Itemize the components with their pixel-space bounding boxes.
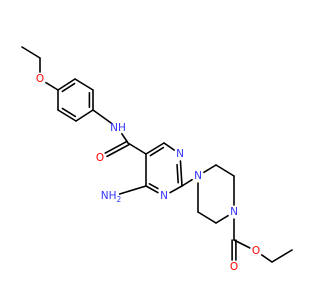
atom-symbol: NH xyxy=(110,122,126,134)
single-bond xyxy=(45,81,59,91)
double-bond-inner xyxy=(61,82,76,93)
nitrogen-atom-label: NH2 xyxy=(101,190,122,204)
atom-symbol: O xyxy=(230,261,238,273)
single-bond xyxy=(169,185,183,194)
nitrogen-atom-label: N xyxy=(194,170,202,182)
double-bond-inner xyxy=(149,146,165,157)
single-bond xyxy=(118,185,147,195)
double-bond-primary xyxy=(57,109,77,122)
double-bond-line-b xyxy=(106,143,130,158)
double-bond-line-a xyxy=(104,140,128,154)
single-bond xyxy=(215,214,229,224)
double-bond-inner xyxy=(176,163,179,184)
atom-symbol: N xyxy=(176,148,184,160)
atom-symbol: N xyxy=(194,170,202,182)
nitrogen-atom-label: N xyxy=(176,148,184,160)
double-bond-primary xyxy=(145,185,159,194)
double-bond-primary xyxy=(57,78,76,91)
oxygen-atom-label: O xyxy=(252,245,260,257)
double-bond-primary xyxy=(145,142,165,155)
bond-layer xyxy=(21,46,293,263)
oxygen-atom-label: O xyxy=(36,73,44,85)
oxygen-atom-label: O xyxy=(96,152,104,164)
single-bond xyxy=(127,142,147,155)
atom-symbol: N xyxy=(160,190,168,202)
single-bond xyxy=(92,109,114,125)
double-bond-inner xyxy=(61,107,77,118)
nitrogen-atom-label: N xyxy=(160,190,168,202)
atom-symbol: N xyxy=(230,206,238,218)
atom-subscript: 2 xyxy=(116,195,121,204)
double-bond-primary xyxy=(179,160,183,187)
atom-symbol: NH xyxy=(101,190,117,202)
atom-symbol: O xyxy=(36,73,44,85)
single-bond xyxy=(163,142,176,151)
single-bond xyxy=(21,46,41,59)
single-bond xyxy=(215,164,235,177)
single-bond xyxy=(203,164,217,174)
atom-symbol: O xyxy=(96,152,104,164)
double-bond-inner xyxy=(148,182,159,190)
nitrogen-atom-label: N xyxy=(230,206,238,218)
single-bond xyxy=(74,78,94,91)
single-bond xyxy=(75,109,94,122)
single-bond xyxy=(181,178,193,187)
single-bond xyxy=(233,239,251,249)
nitrogen-atom-label: NH xyxy=(110,122,126,134)
atom-symbol: O xyxy=(252,245,260,257)
single-bond xyxy=(260,254,273,263)
single-bond xyxy=(197,211,217,224)
oxygen-atom-label: O xyxy=(230,261,238,273)
single-bond xyxy=(271,249,293,263)
